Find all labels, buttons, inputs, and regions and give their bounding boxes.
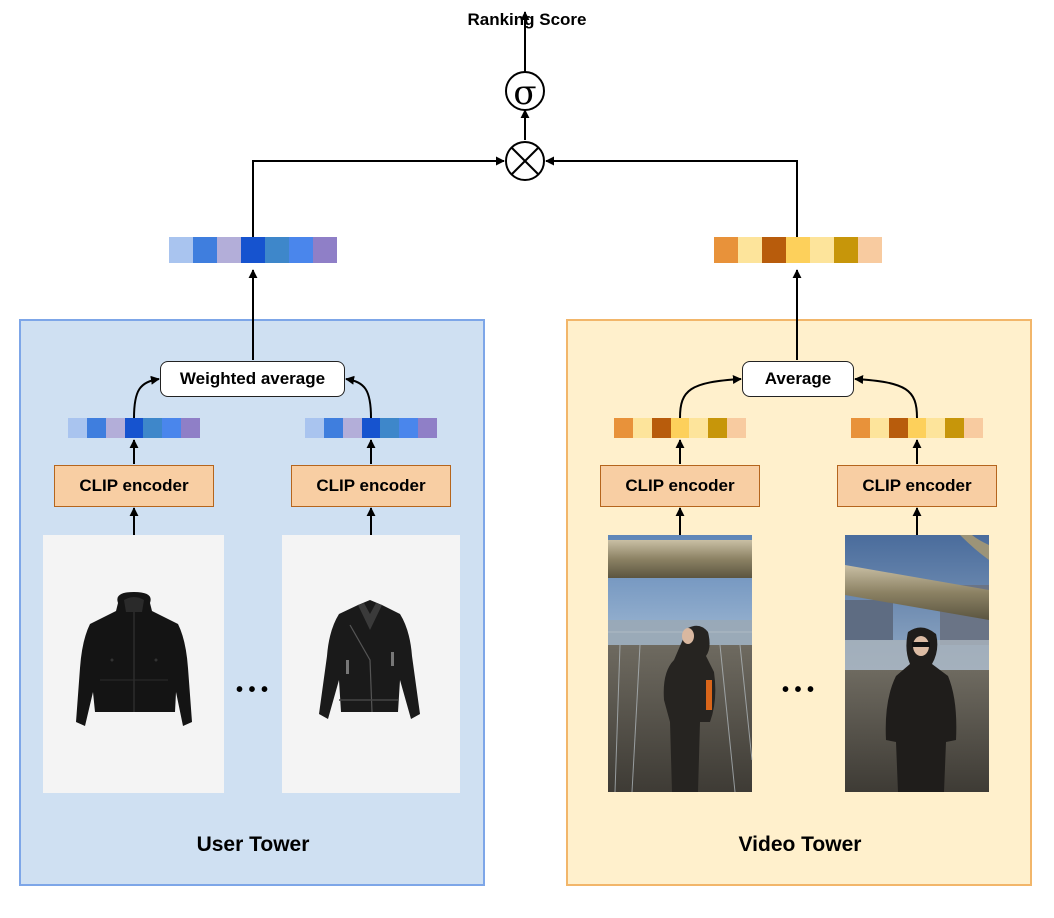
user-tower-connectors [129, 375, 376, 537]
user-item-embedding-2 [305, 418, 437, 438]
embedding-cell [399, 418, 419, 438]
embedding-cell [342, 418, 362, 438]
video-frame-image-2 [845, 535, 989, 792]
embedding-cell [738, 237, 762, 263]
embedding-cell [614, 418, 633, 438]
embedding-cell [265, 237, 289, 263]
average-box: Average [742, 361, 854, 397]
embedding-cell [217, 237, 241, 263]
embedding-cell [907, 418, 927, 438]
embedding-cell [193, 237, 217, 263]
video-tower-title: Video Tower [738, 833, 862, 856]
embedding-cell [727, 418, 746, 438]
video-frame-image-1 [608, 535, 753, 793]
embedding-cell [762, 237, 786, 263]
embedding-cell [834, 237, 858, 263]
embedding-cell [169, 237, 193, 263]
video-tower-connectors [675, 374, 922, 535]
user-item-embedding-1 [68, 418, 200, 438]
embedding-cell [689, 418, 709, 438]
embedding-cell [181, 418, 200, 438]
sigmoid-circle-icon: σ [505, 71, 545, 113]
video-ellipsis: • • • [782, 679, 814, 701]
leather-jacket-image [282, 535, 460, 793]
embedding-cell [143, 418, 163, 438]
embedding-cell [869, 418, 889, 438]
embedding-cell [851, 418, 870, 438]
embedding-cell [68, 418, 87, 438]
user-clip-encoder-1: CLIP encoder [54, 465, 214, 507]
video-embedding-vector [714, 237, 882, 263]
embedding-cell [786, 237, 810, 263]
embedding-cell [670, 418, 690, 438]
video-clip-encoder-1: CLIP encoder [600, 465, 760, 507]
embedding-cell [888, 418, 908, 438]
embedding-cell [124, 418, 144, 438]
embedding-cell [380, 418, 400, 438]
embedding-cell [810, 237, 834, 263]
embedding-cell [651, 418, 671, 438]
embedding-cell [708, 418, 728, 438]
hooded-jacket-image [43, 535, 224, 793]
embedding-cell [313, 237, 337, 263]
sigma-symbol: σ [513, 73, 536, 113]
embedding-cell [945, 418, 965, 438]
embedding-cell [714, 237, 738, 263]
embedding-cell [86, 418, 106, 438]
embedding-cell [323, 418, 343, 438]
user-clip-encoder-2: CLIP encoder [291, 465, 451, 507]
embedding-cell [964, 418, 983, 438]
embedding-cell [105, 418, 125, 438]
video-clip-encoder-2: CLIP encoder [837, 465, 997, 507]
user-ellipsis: • • • [236, 679, 268, 701]
embedding-cell [361, 418, 381, 438]
video-frame-embedding-1 [614, 418, 746, 438]
embedding-cell [289, 237, 313, 263]
user-embedding-vector [169, 237, 337, 263]
video-frame-embedding-2 [851, 418, 983, 438]
user-tower-title: User Tower [196, 833, 310, 856]
multiply-circle-icon [505, 141, 545, 181]
embedding-cell [241, 237, 265, 263]
embedding-cell [632, 418, 652, 438]
embedding-cell [858, 237, 882, 263]
embedding-cell [305, 418, 324, 438]
embedding-cell [418, 418, 437, 438]
ranking-score-title: Ranking Score [467, 10, 587, 29]
weighted-average-box: Weighted average [160, 361, 345, 397]
embedding-cell [926, 418, 946, 438]
embedding-cell [162, 418, 182, 438]
top-connectors [248, 11, 802, 360]
